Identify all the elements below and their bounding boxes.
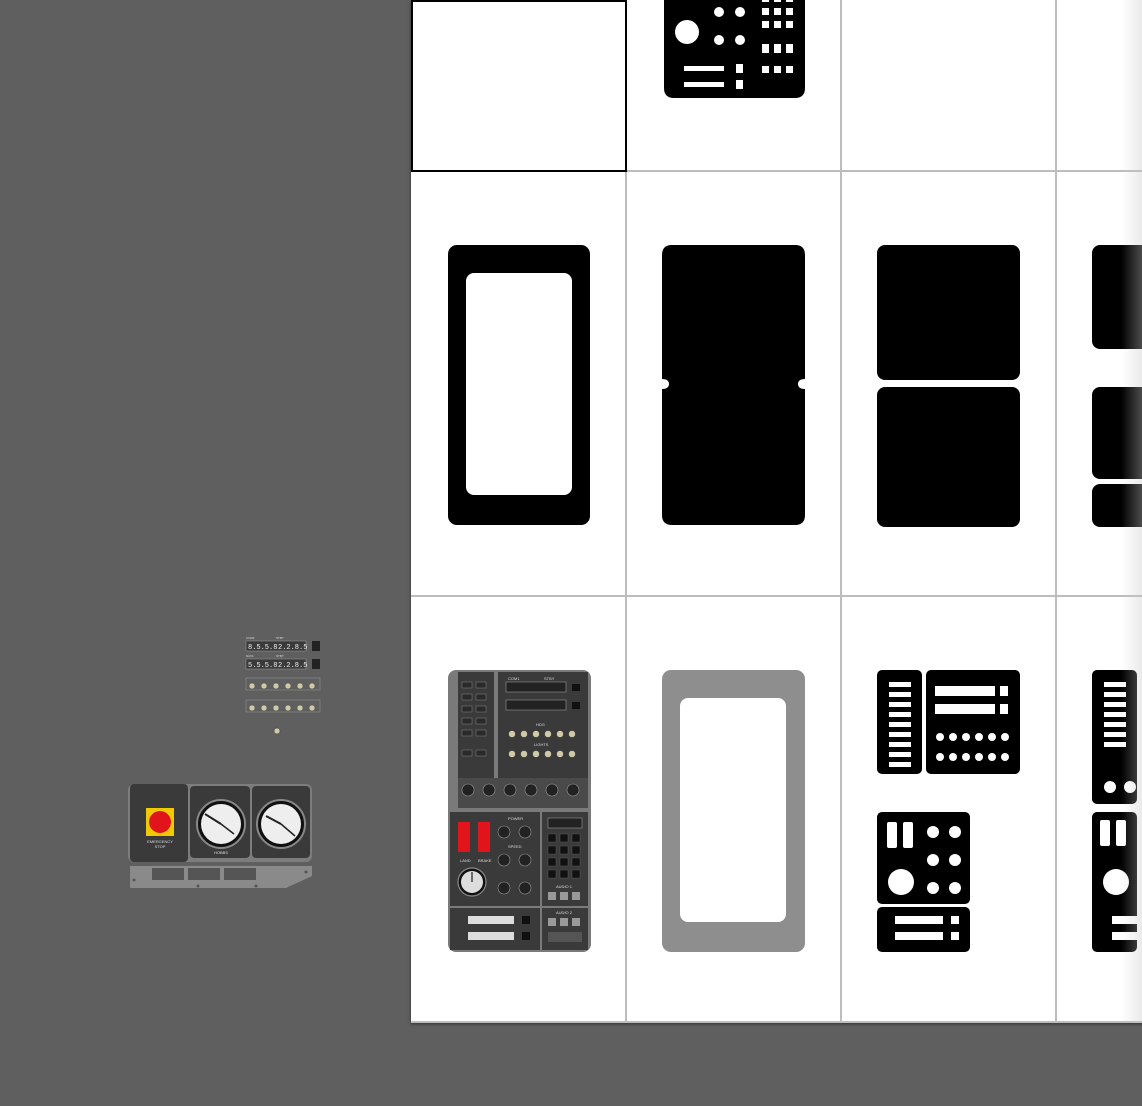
assembly-label-hdg: HDG [536,722,545,727]
assembly-label-com1: COM1 [508,676,520,681]
svg-text:5.5.5.8: 5.5.5.8 [248,662,277,670]
assembly-label-land: LAND [460,858,471,863]
layout-sheet: COM1 STBY HDG LIGHTS LAND BRAKE [411,0,1142,1023]
split-double-plate[interactable] [877,245,1020,527]
cockpit-module-assembly[interactable]: COM1 STBY HDG LIGHTS LAND BRAKE [448,670,591,952]
svg-text:STOP: STOP [155,844,166,849]
svg-text:2.2.8.5: 2.2.8.5 [278,644,307,652]
assembly-label-audio2: AUDIO 2 [556,910,573,915]
assembly-label-power: POWER [508,816,523,821]
grid-cell-r1-c0[interactable] [411,172,627,597]
svg-text:STBY: STBY [276,636,284,640]
grid-cell-r2-c1[interactable] [627,597,842,1023]
notched-double-plate[interactable] [662,245,805,525]
grid-cell-r1-c2[interactable] [842,172,1057,597]
assembly-label-speed: SPEED [508,844,522,849]
gray-bezel-frame[interactable] [662,670,805,952]
cutout-plate-set[interactable] [877,670,1020,952]
svg-text:EMERGENCY: EMERGENCY [147,839,173,844]
switch-panel-plate[interactable] [662,0,807,102]
svg-text:COM1: COM1 [246,636,255,640]
emergency-gauge-panel[interactable]: EMERGENCY STOP HOBBS [126,782,316,890]
svg-text:8.5.5.8: 8.5.5.8 [248,644,277,652]
svg-text:HOBBS: HOBBS [214,850,228,855]
assembly-label-brake: BRAKE [478,858,492,863]
sheet-edge-fade [1121,0,1142,1023]
svg-text:STBY: STBY [276,654,284,658]
assembly-label-stby: STBY [544,676,555,681]
grid-cell-r2-c2[interactable] [842,597,1057,1023]
grid-cell-r0-c0[interactable] [411,0,627,172]
assembly-label-audio1: AUDIO 1 [556,884,573,889]
grid-cell-r0-c1[interactable] [627,0,842,172]
bezel-frame[interactable] [448,245,590,525]
svg-text:NAV1: NAV1 [246,654,254,658]
assembly-label-lights: LIGHTS [534,742,549,747]
grid-cell-r1-c1[interactable] [627,172,842,597]
grid-cell-r2-c0[interactable]: COM1 STBY HDG LIGHTS LAND BRAKE [411,597,627,1023]
grid-cell-r0-c2[interactable] [842,0,1057,172]
svg-text:2.2.8.5: 2.2.8.5 [278,662,307,670]
grid-cell-r0-c3[interactable] [1057,0,1142,172]
